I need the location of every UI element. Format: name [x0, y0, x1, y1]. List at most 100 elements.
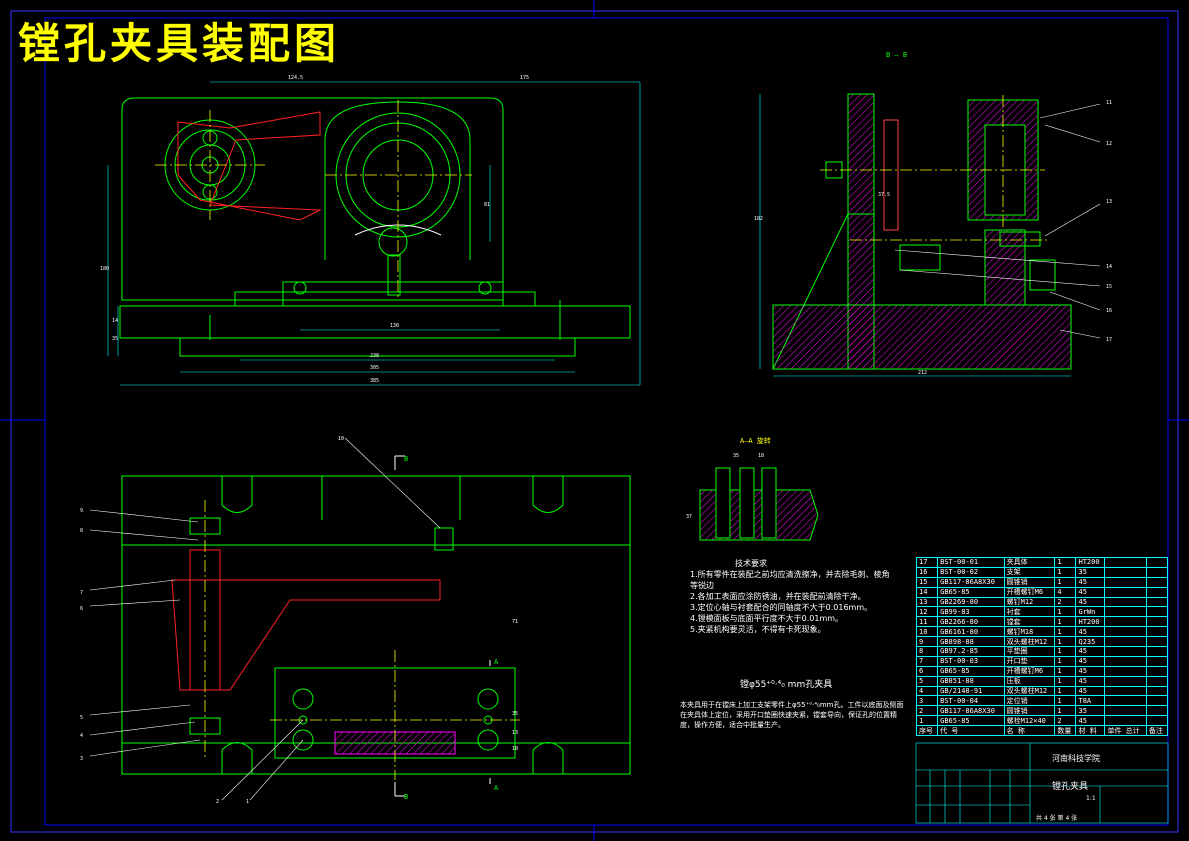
bom-cell	[1145, 655, 1169, 667]
callout: 1	[246, 799, 249, 805]
bom-cell: GB65-85	[937, 665, 1005, 677]
bom-header-cell: 名 称	[1003, 725, 1056, 737]
dim-text: 238	[370, 353, 379, 359]
bom-cell: 双头螺柱M12	[1003, 636, 1056, 648]
callout: 15	[1106, 284, 1112, 290]
callout: 12	[1106, 141, 1112, 147]
bom-cell: 圆锥销	[1003, 705, 1056, 717]
dim-text: 37	[686, 514, 692, 520]
sheet-info: 共 4 张 第 4 张	[1036, 815, 1078, 822]
bom-cell: 45	[1075, 655, 1106, 667]
bom-cell: 压板	[1003, 675, 1056, 687]
bom-cell	[1145, 576, 1169, 588]
bom-cell	[1104, 705, 1147, 717]
bom-header-cell: 数量	[1054, 725, 1077, 737]
bom-cell: 镗套	[1003, 616, 1056, 628]
section-label: B	[404, 455, 408, 463]
bom-cell: 2	[915, 705, 939, 717]
bom-cell: 2	[1054, 715, 1077, 727]
bom-cell: 8	[915, 646, 939, 657]
bom-cell: 45	[1075, 715, 1106, 727]
bom-cell	[1104, 557, 1147, 568]
callout: 10	[338, 436, 344, 442]
plan-view-centerlines	[204, 500, 520, 780]
callout: 13	[1106, 199, 1112, 205]
section-label: A—A 旋转	[740, 436, 771, 445]
bom-cell: 1	[1054, 646, 1077, 657]
bom-cell	[1145, 705, 1169, 717]
bom-cell: 1	[1054, 665, 1077, 677]
bom-cell: GB65-85	[937, 586, 1005, 598]
bom-cell: 45	[1075, 685, 1106, 697]
bom-cell	[1104, 626, 1147, 638]
bom-cell	[1104, 616, 1147, 628]
bom-cell: BST-00-01	[937, 557, 1005, 568]
section-label: A	[494, 784, 499, 792]
bom-cell	[1104, 715, 1147, 727]
bom-cell: T8A	[1075, 695, 1106, 707]
bom-cell: 4	[1054, 586, 1077, 598]
bom-cell: 开槽螺钉M6	[1003, 586, 1056, 598]
dim-text: 35	[512, 711, 518, 717]
bom-cell: 4	[915, 685, 939, 697]
bom-cell: 7	[915, 655, 939, 667]
dim-text: 14	[112, 318, 118, 324]
section-bb-dimensions	[759, 94, 1071, 377]
bom-cell	[1104, 646, 1147, 657]
callout: 2	[216, 799, 219, 805]
bom-cell: 衬套	[1003, 606, 1056, 618]
callout: 8	[80, 528, 83, 534]
section-bb-labels: B — B 11 12 13 14 15 16 17 212 182 37.5	[754, 51, 1112, 376]
dim-text: 18	[758, 453, 764, 459]
dim-text: 81	[484, 202, 490, 208]
dim-text: 18	[512, 746, 518, 752]
bom-cell: 45	[1075, 646, 1106, 657]
tech-item: 5.夹紧机构要灵活，不得有卡死现象。	[690, 625, 826, 634]
school-name: 河南科技学院	[1052, 754, 1100, 763]
bom-cell: 5	[915, 675, 939, 687]
bom-cell: 13	[915, 596, 939, 608]
bom-cell	[1145, 616, 1169, 628]
bom-cell: 45	[1075, 596, 1106, 608]
dim-text: 212	[918, 370, 927, 376]
callout: 17	[1106, 337, 1112, 343]
dim-text: 71	[512, 619, 518, 625]
bom-cell	[1104, 596, 1147, 608]
plan-view-labels: 9 8 7 6 5 4 3 2 1 10 B B A A 71 35 13 18	[80, 436, 518, 805]
dim-text: 175	[520, 75, 529, 81]
bom-cell: 1	[1054, 695, 1077, 707]
bom-cell: HT200	[1075, 557, 1106, 568]
bom-cell: 双头螺柱M12	[1003, 685, 1056, 697]
bom-cell	[1145, 626, 1169, 638]
drawing-name: 镗孔夹具	[1052, 782, 1089, 792]
bom-cell: 2	[1054, 596, 1077, 608]
bom-cell	[1145, 675, 1169, 687]
bom-cell: 10	[915, 626, 939, 638]
dim-text: 180	[100, 266, 109, 272]
bore-note: 镗φ55⁺⁰·⁴₀ mm孔夹具 本夹具用于在镗床上加工支架零件上φ55⁺⁰·⁴₀…	[680, 680, 910, 730]
bom-cell: GB117-86A8X30	[937, 576, 1005, 588]
bom-cell: 35	[1075, 566, 1106, 578]
bom-cell: GB898-88	[937, 636, 1005, 648]
bom-cell: 15	[915, 576, 939, 588]
bom-cell	[1104, 675, 1147, 687]
section-bb-leaders	[894, 103, 1101, 339]
bom-cell: 45	[1075, 665, 1106, 677]
bom-cell: 开口垫	[1003, 655, 1056, 667]
bom-cell: GrWn	[1075, 606, 1106, 618]
bom-cell: 1	[1054, 636, 1077, 648]
bom-cell: 35	[1075, 705, 1106, 717]
tech-heading: 技术要求	[735, 559, 767, 568]
bom-cell: 1	[1054, 616, 1077, 628]
